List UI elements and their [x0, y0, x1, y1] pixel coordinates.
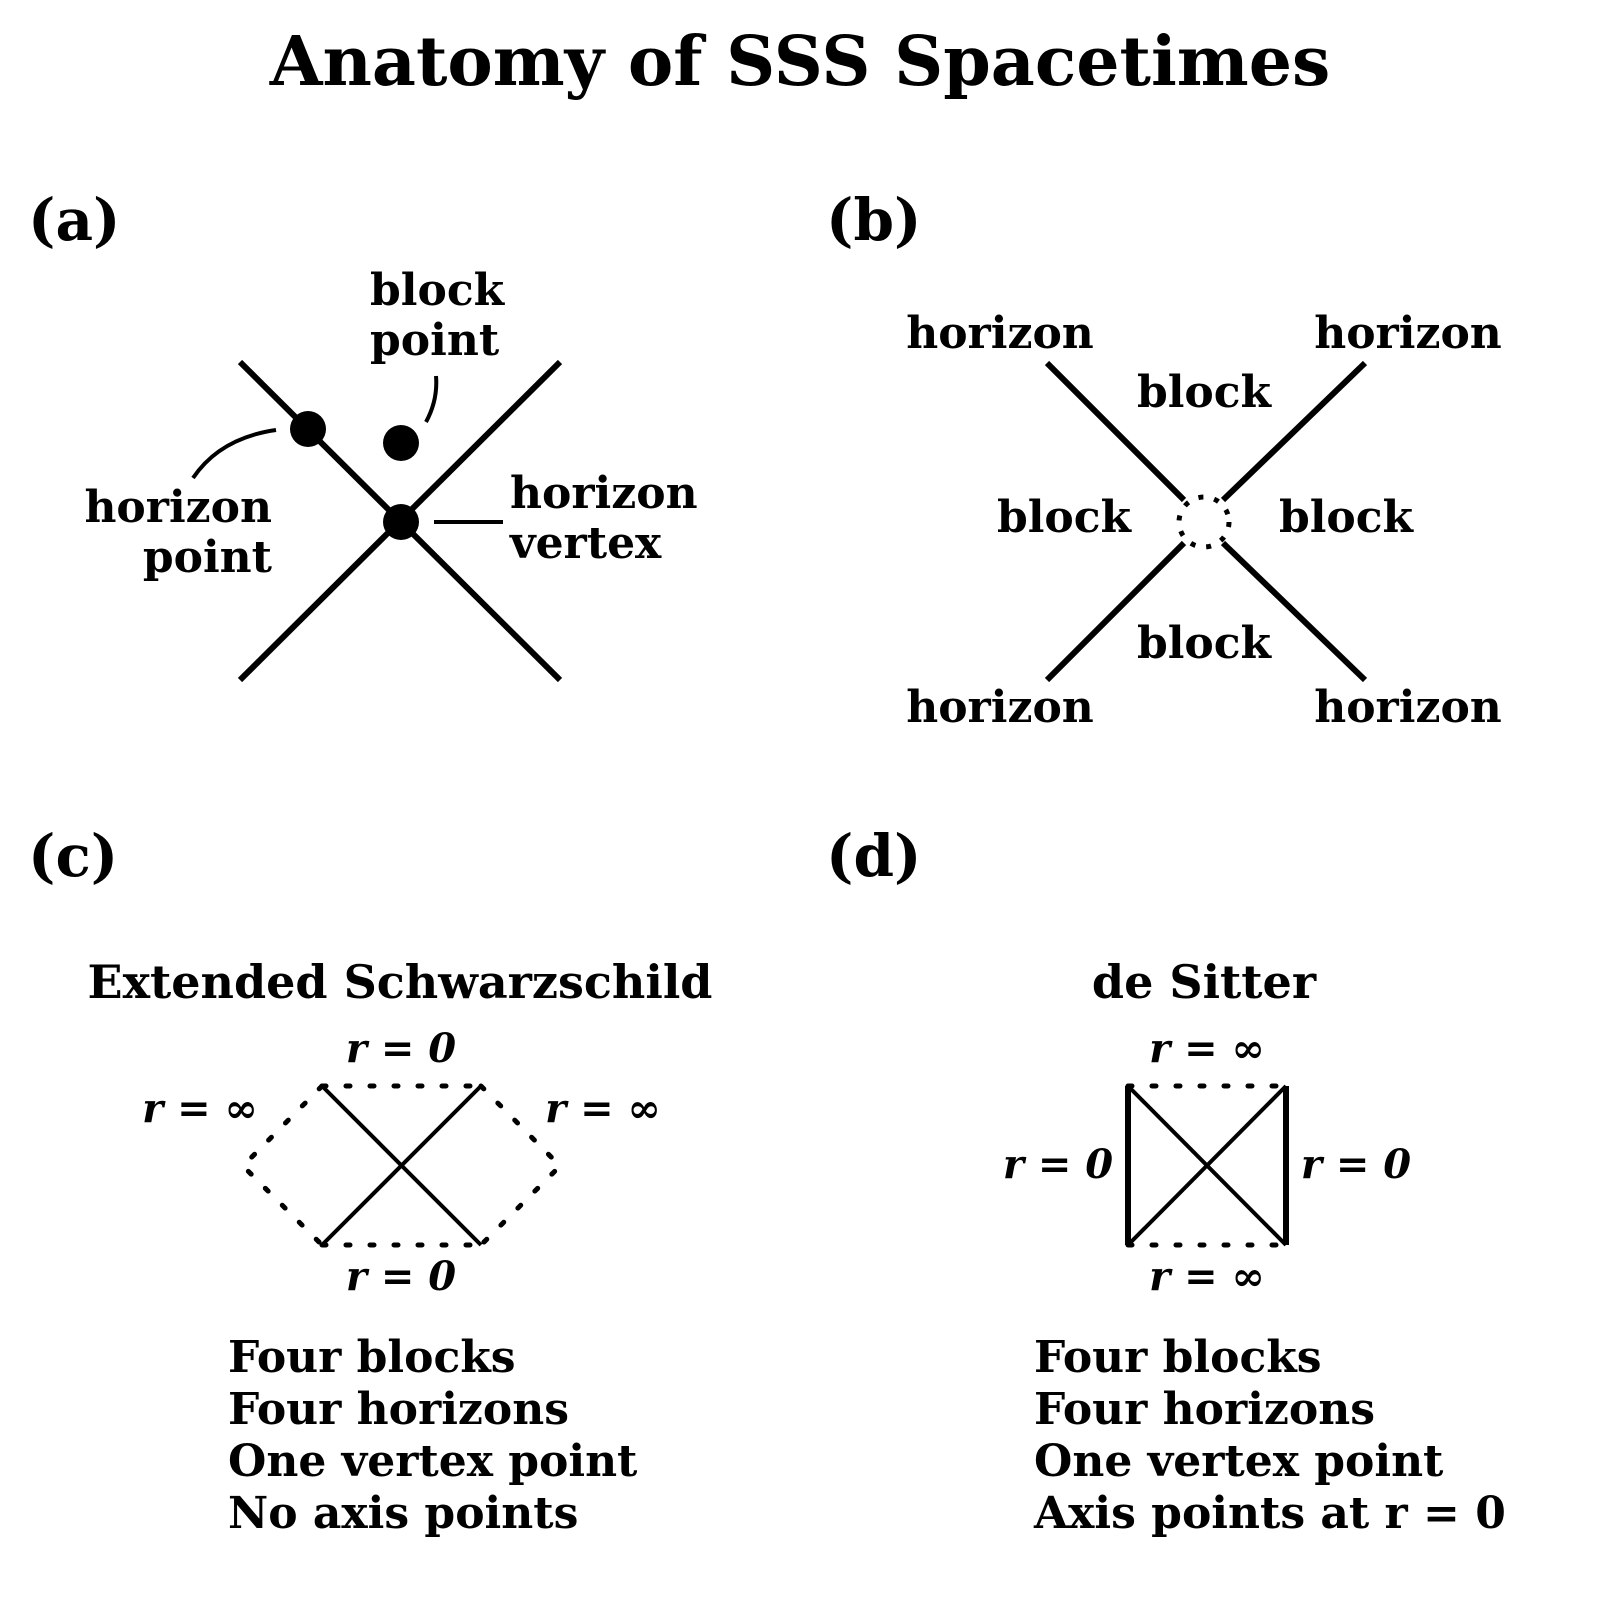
- panel-a-horizon-vertex-marker: [383, 504, 419, 540]
- panel-d-top-label: r = ∞: [1149, 1025, 1265, 1072]
- panel-c-description-line-4: No axis points: [228, 1488, 578, 1539]
- panel-d-description-line-1: Four blocks: [1034, 1332, 1322, 1383]
- panel-a-horizon-point-label-2: point: [143, 532, 273, 583]
- panel-c-top-label: r = 0: [346, 1025, 456, 1072]
- panel-b-horizon-label-bottom-left: horizon: [906, 682, 1094, 733]
- panel-a-horizon-point-label-1: horizon: [84, 482, 272, 533]
- panel-d-subtitle: de Sitter: [1092, 955, 1317, 1009]
- panel-b-label: (b): [826, 186, 921, 254]
- panel-b-horizon-line-top-left: [1044, 360, 1187, 503]
- panel-a-horizon-vertex-label-2: vertex: [509, 518, 662, 569]
- panel-d-description-line-4: Axis points at r = 0: [1033, 1488, 1506, 1539]
- panel-c-left-label: r = ∞: [142, 1085, 258, 1132]
- panel-a-block-point-label-2: point: [370, 315, 500, 366]
- panel-a-block-point-label-1: block: [370, 265, 506, 316]
- panel-b-horizon-line-top-right: [1220, 360, 1368, 503]
- panel-d-description-line-3: One vertex point: [1034, 1436, 1444, 1487]
- panel-a-block-point-leader: [424, 375, 439, 423]
- panel-b-horizon-label-top-left: horizon: [906, 308, 1094, 359]
- panel-c-description-line-3: One vertex point: [228, 1436, 638, 1487]
- panel-a-label: (a): [28, 186, 120, 254]
- panel-c-bottom-label: r = 0: [346, 1253, 456, 1300]
- panel-b-block-label-left: block: [997, 492, 1133, 543]
- panel-a-horizon-vertex-label-1: horizon: [510, 468, 698, 519]
- panel-d-bottom-label: r = ∞: [1149, 1253, 1265, 1300]
- panel-d-label: (d): [826, 822, 921, 890]
- panel-a-horizon-point-marker: [290, 411, 326, 447]
- panel-c: (c) Extended Schwarzschild r = 0 r = 0 r…: [28, 822, 712, 1539]
- panel-b-block-label-right: block: [1279, 492, 1415, 543]
- panel-d-horizon-line-ascending: [1126, 1084, 1288, 1247]
- panel-d: (d) de Sitter r = ∞ r = ∞ r = 0 r = 0 Fo…: [826, 822, 1506, 1539]
- panel-b-block-label-bottom: block: [1137, 618, 1273, 669]
- panel-c-subtitle: Extended Schwarzschild: [88, 955, 713, 1009]
- panel-c-description-line-2: Four horizons: [228, 1384, 569, 1435]
- panel-a-horizon-point-leader: [191, 428, 277, 480]
- panel-d-left-label: r = 0: [1003, 1141, 1113, 1188]
- panel-c-right-label: r = ∞: [545, 1085, 661, 1132]
- figure-title: Anatomy of SSS Spacetimes: [269, 22, 1331, 102]
- panel-b-horizon-label-top-right: horizon: [1314, 308, 1502, 359]
- panel-a: (a) block point horizon point horizon ve…: [28, 186, 698, 683]
- panel-c-label: (c): [28, 822, 118, 890]
- panel-a-block-point-marker: [383, 425, 419, 461]
- panel-b-excluded-vertex: [1176, 494, 1232, 550]
- panel-d-right-label: r = 0: [1301, 1141, 1411, 1188]
- panel-c-description-line-1: Four blocks: [228, 1332, 516, 1383]
- panel-b-horizon-line-bottom-right: [1220, 540, 1368, 683]
- panel-d-description-line-2: Four horizons: [1034, 1384, 1375, 1435]
- panel-b-horizon-line-bottom-left: [1044, 540, 1187, 683]
- panel-b: (b) horizon horizon horizon horizon bloc…: [826, 186, 1502, 733]
- panel-b-block-label-top: block: [1137, 367, 1273, 418]
- panel-b-horizon-label-bottom-right: horizon: [1314, 682, 1502, 733]
- panel-c-horizon-line-ascending: [320, 1084, 483, 1247]
